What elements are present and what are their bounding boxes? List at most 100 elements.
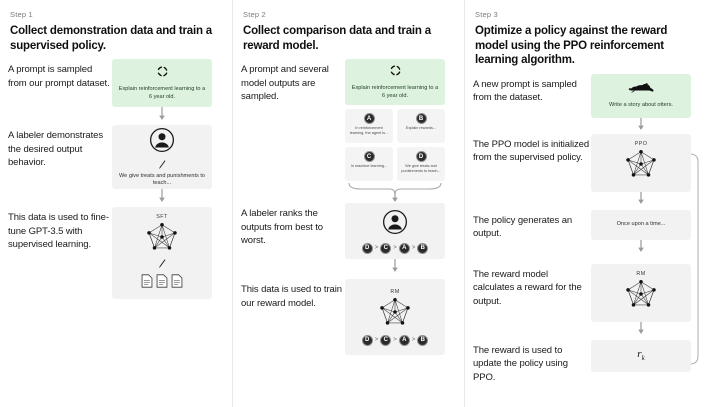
otter-icon <box>628 81 654 99</box>
rm-model-label: RM <box>636 271 646 277</box>
option-badge: A <box>363 113 375 124</box>
step-3-desc-1: A new prompt is sampled from the dataset… <box>473 78 577 104</box>
ranking-strip: D > C > A > B <box>361 334 429 346</box>
refresh-circle-icon <box>389 64 402 82</box>
policy-output-caption: Once upon a time... <box>616 220 666 227</box>
prompt-box: Write a story about otters. <box>591 73 691 118</box>
ranking-strip: D > C > A > B <box>361 242 429 254</box>
step-1-row-2: A labeler demonstrates the desired outpu… <box>8 125 222 207</box>
option-badge: D <box>415 151 427 162</box>
neural-network-icon <box>376 297 414 332</box>
rm-model-box: RM <box>591 263 691 322</box>
step-3-viz-5: rk <box>591 339 691 372</box>
step-3-row-4: The reward model calculates a reward for… <box>473 263 710 340</box>
step-3-viz-1: Write a story about otters. <box>591 73 691 131</box>
rank-badge-2: C <box>380 242 392 254</box>
option-b: B Explain rewards... <box>397 109 445 143</box>
step-2-row-1: A prompt and several model outputs are s… <box>241 59 454 203</box>
arrow-down-icon <box>112 107 212 121</box>
step-1-desc-2: A labeler demonstrates the desired outpu… <box>8 130 103 168</box>
step-3-label: Step 3 <box>475 10 498 19</box>
step-2-title: Collect comparison data and train a rewa… <box>243 25 431 52</box>
rank-separator: > <box>393 245 397 251</box>
arrow-down-icon <box>345 259 445 273</box>
prompt-box: Explain reinforcement learning to a 6 ye… <box>112 59 212 107</box>
step-1-row-1: A prompt is sampled from our prompt data… <box>8 59 222 125</box>
step-1-label: Step 1 <box>10 10 33 19</box>
prompt-caption: Explain reinforcement learning to a 6 ye… <box>351 85 439 99</box>
step-3-column: Step 3 Optimize a policy against the rew… <box>464 0 720 407</box>
arrow-down-icon <box>591 321 691 335</box>
step-3-desc-5: The reward is used to update the policy … <box>473 344 568 383</box>
arrow-down-icon <box>112 189 212 203</box>
sft-model-box: SFT <box>112 207 212 299</box>
step-2-rows: A prompt and several model outputs are s… <box>241 59 454 363</box>
step-3-rows: A new prompt is sampled from the dataset… <box>473 73 710 388</box>
prompt-caption: Explain reinforcement learning to a 6 ye… <box>118 86 206 100</box>
neural-network-icon <box>622 149 660 184</box>
rank-badge-3: A <box>398 242 410 254</box>
prompt-caption: Write a story about otters. <box>609 102 673 109</box>
step-3-viz-3: Once upon a time... <box>591 209 691 253</box>
step-2-viz-1: Explain reinforcement learning to a 6 ye… <box>345 59 445 203</box>
step-3-desc-2: The PPO model is initialized from the su… <box>473 138 590 164</box>
rank-separator: > <box>411 337 416 343</box>
document-icon <box>156 273 168 293</box>
pencil-icon <box>158 160 167 172</box>
document-icon <box>171 273 183 293</box>
step-2-viz-3: RM <box>345 279 445 355</box>
sft-model-label: SFT <box>156 213 168 220</box>
reward-symbol: rk <box>637 348 644 362</box>
rank-separator: > <box>374 337 379 343</box>
labeler-caption: We give treats and punishments to teach.… <box>118 172 206 186</box>
pencil-icon <box>158 258 167 271</box>
option-caption: We give treats and punishments to teach.… <box>401 164 441 173</box>
arrow-down-icon <box>591 239 691 253</box>
step-1-desc-1: A prompt is sampled from our prompt data… <box>8 64 110 89</box>
step-3-row-1: A new prompt is sampled from the dataset… <box>473 73 710 134</box>
rank-badge-2: C <box>380 334 392 346</box>
step-2-desc-3: This data is used to train our reward mo… <box>241 284 342 309</box>
labeler-rank-box: D > C > A > B <box>345 203 445 259</box>
rank-separator: > <box>374 245 379 251</box>
rank-separator: > <box>411 245 416 251</box>
step-1-title: Collect demonstration data and train a s… <box>10 25 212 52</box>
option-badge: C <box>363 151 375 162</box>
step-2-column: Step 2 Collect comparison data and train… <box>232 0 464 407</box>
prompt-box: Explain reinforcement learning to a 6 ye… <box>345 59 445 105</box>
step-3-desc-3: The policy generates an output. <box>473 214 573 240</box>
option-caption: In machine learning... <box>350 164 388 168</box>
step-3-viz-2: PPO <box>591 133 691 205</box>
step-1-viz-3: SFT <box>112 207 212 299</box>
option-caption: In reinforcement learning, the agent is.… <box>349 126 389 135</box>
step-2-desc-2: A labeler ranks the outputs from best to… <box>241 208 323 246</box>
brace-arrow-icon <box>345 181 445 203</box>
step-2-row-2: A labeler ranks the outputs from best to… <box>241 203 454 279</box>
step-2-label: Step 2 <box>243 10 266 19</box>
person-circle-icon <box>382 209 408 240</box>
neural-network-icon <box>622 279 660 314</box>
step-1-row-3: This data is used to fine-tune GPT-3.5 w… <box>8 207 222 307</box>
step-1-desc-3: This data is used to fine-tune GPT-3.5 w… <box>8 212 109 250</box>
step-2-desc-1: A prompt and several model outputs are s… <box>241 64 329 102</box>
rank-badge-1: D <box>361 334 373 346</box>
labeler-box: We give treats and punishments to teach.… <box>112 125 212 189</box>
refresh-circle-icon <box>156 65 169 83</box>
step-3-viz-4: RM <box>591 263 691 335</box>
ppo-model-label: PPO <box>634 141 648 147</box>
neural-network-icon <box>143 222 181 257</box>
step-1-viz-2: We give treats and punishments to teach.… <box>112 125 212 203</box>
reward-symbol-subscript: k <box>641 354 645 363</box>
rank-badge-1: D <box>361 242 373 254</box>
step-2-row-3: This data is used to train our reward mo… <box>241 279 454 363</box>
document-icon <box>141 273 153 293</box>
document-stack <box>141 273 183 293</box>
reward-symbol-base: r <box>637 348 642 361</box>
step-3-row-3: The policy generates an output. Once upo… <box>473 209 710 264</box>
rank-separator: > <box>393 337 397 343</box>
reward-box: rk <box>591 339 691 372</box>
step-1-column: Step 1 Collect demonstration data and tr… <box>0 0 232 407</box>
option-d: D We give treats and punishments to teac… <box>397 147 445 181</box>
person-circle-icon <box>149 127 175 158</box>
